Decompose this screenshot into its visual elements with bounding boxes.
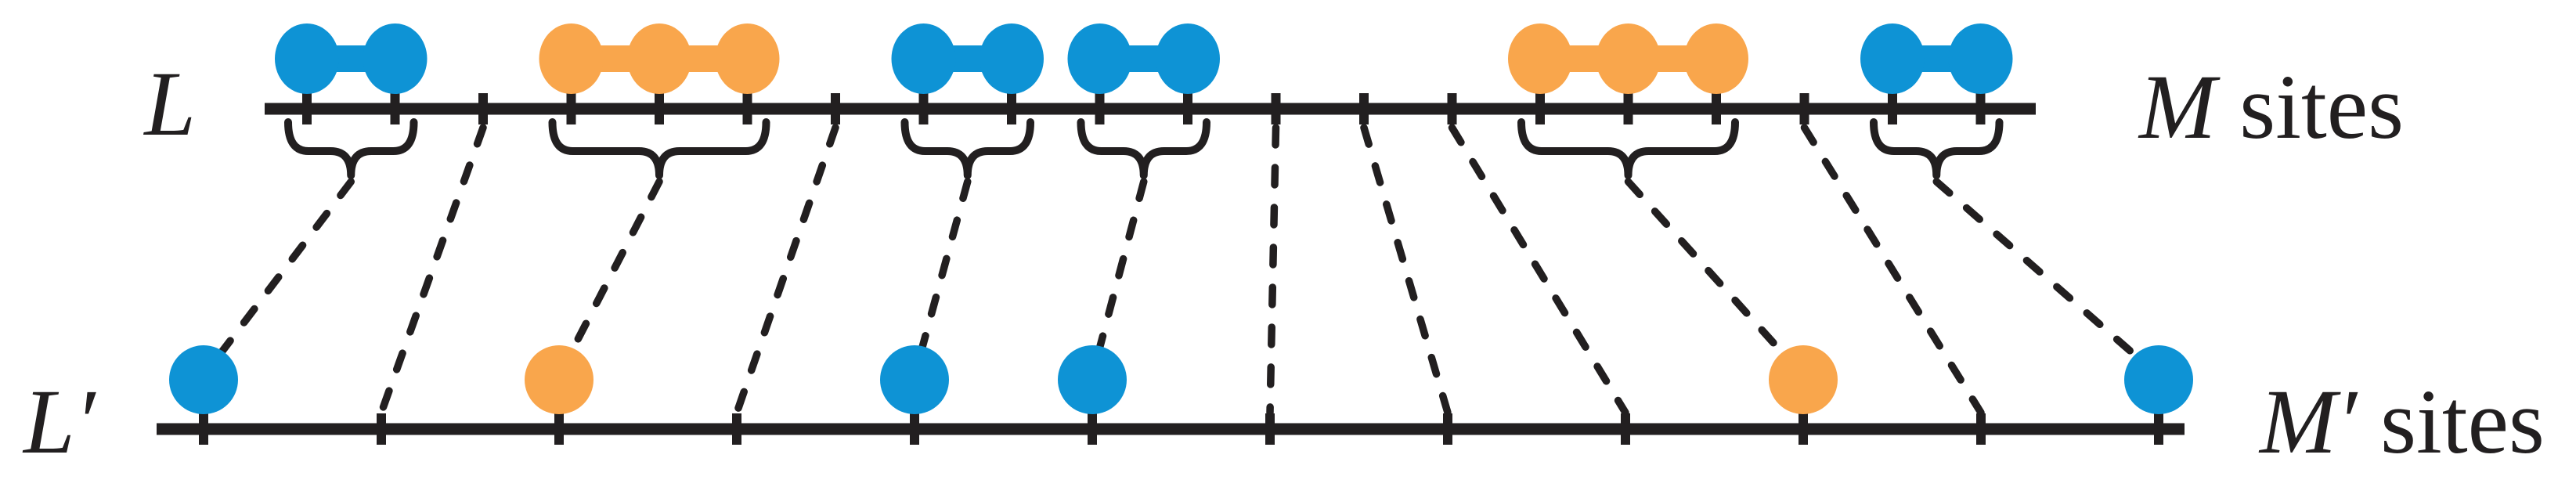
orange-monomer-circle (1596, 23, 1661, 94)
orange-monomer-circle (1508, 23, 1572, 94)
top-sites-word: sites (2239, 56, 2404, 158)
bottom-sites-count-label: M′sites (2258, 370, 2545, 473)
top-lattice-label: L (143, 52, 196, 155)
blue-monomer-circle (980, 23, 1044, 94)
blue-monomer-circle (1948, 23, 2013, 94)
polymer-group-brace (548, 118, 770, 179)
mapping-lines-layer (200, 124, 2163, 417)
bottom-sites-word: sites (2380, 370, 2545, 473)
blue-squeezed-site-dot (2124, 345, 2193, 414)
site-mapping-dashed-line (1624, 178, 1807, 380)
site-mapping-dashed-line (1266, 124, 1280, 417)
site-mapping-dashed-line (1088, 178, 1148, 380)
blue-squeezed-site-dot (1058, 345, 1127, 414)
blue-dimer (891, 23, 1044, 94)
orange-monomer-circle (627, 23, 691, 94)
site-mapping-dashed-line (1448, 124, 1629, 417)
site-mapping-dashed-line (733, 124, 839, 417)
polymer-group-brace (284, 118, 418, 179)
orange-monomer-circle (1684, 23, 1748, 94)
orange-trimer (539, 23, 780, 94)
blue-monomer-circle (275, 23, 339, 94)
blue-dimer (275, 23, 428, 94)
site-mapping-dashed-line (377, 124, 487, 417)
bottom-lattice-label: L′ (22, 370, 97, 473)
polymer-group-brace (1077, 118, 1210, 179)
orange-squeezed-site-dot (1769, 345, 1838, 414)
blue-monomer-circle (1860, 23, 1925, 94)
site-mapping-dashed-line (200, 178, 355, 380)
blue-monomer-circle (363, 23, 428, 94)
site-mapping-dashed-line (1800, 124, 1985, 417)
bottom-sites-symbol: M′ (2258, 370, 2358, 473)
polymer-group-brace (1517, 118, 1739, 179)
blue-monomer-circle (891, 23, 956, 94)
blue-monomer-circle (1067, 23, 1132, 94)
blue-dimer (1067, 23, 1220, 94)
orange-monomer-circle (539, 23, 604, 94)
blue-monomer-circle (1156, 23, 1220, 94)
blue-dimer (1860, 23, 2013, 94)
braces-layer (284, 118, 2004, 179)
lattice-lines-layer (157, 93, 2185, 445)
top-sites-symbol: M (2138, 56, 2221, 158)
orange-squeezed-site-dot (525, 345, 593, 414)
site-mapping-dashed-line (1360, 124, 1452, 417)
polymer-group-brace (1870, 118, 2004, 179)
site-mapping-dashed-line (911, 178, 972, 380)
particles-layer (169, 23, 2193, 414)
orange-monomer-circle (715, 23, 780, 94)
blue-squeezed-site-dot (169, 345, 238, 414)
orange-trimer (1508, 23, 1748, 94)
polymer-group-brace (900, 118, 1034, 179)
site-mapping-dashed-line (1932, 178, 2163, 380)
site-mapping-dashed-line (555, 178, 663, 380)
blue-squeezed-site-dot (880, 345, 949, 414)
